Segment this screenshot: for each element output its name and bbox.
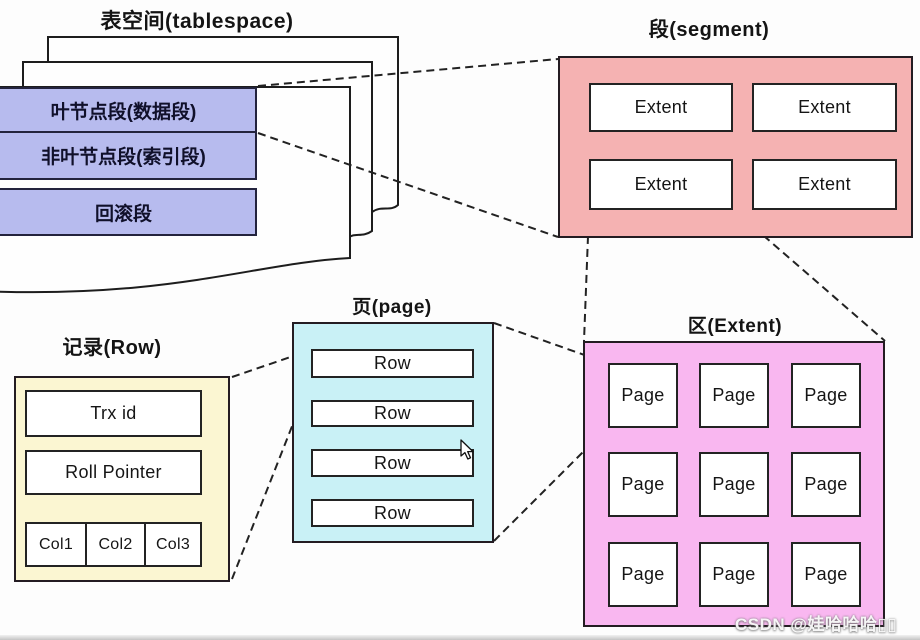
connector-bar-to-segment-bottom [257,132,559,238]
page-title: 页(page) [352,297,432,318]
page-cell: Page [699,452,769,517]
extent-cell: Extent [752,159,897,210]
record-title: 记录(Row) [62,337,162,359]
column-cell: Col2 [85,522,146,567]
extent-cell: Extent [589,159,733,210]
row-cell: Row [311,400,474,427]
roll-pointer-field: Roll Pointer [25,450,202,495]
page-cell: Page [608,452,678,517]
bottom-edge-strip [0,635,920,640]
row-cell: Row [311,449,474,477]
page-box: Row Row Row Row [292,322,494,543]
page-cell: Page [608,542,678,607]
csdn-watermark: CSDN @娃哈哈哈▯▯ [735,615,898,634]
extent-title: 区(Extent) [687,316,783,337]
column-cell: Col3 [144,522,202,567]
extent-cell: Extent [589,83,733,132]
tablespace-bar-rollback-segment: 回滚段 [0,188,257,236]
page-cell: Page [791,363,861,428]
extent-box: Page Page Page Page Page Page Page Page … [583,341,885,627]
column-cell: Col1 [25,522,87,567]
record-box: Trx id Roll Pointer Col1 Col2 Col3 [14,376,230,582]
extent-cell: Extent [752,83,897,132]
page-cell: Page [791,542,861,607]
tablespace-bar-nonleaf-segment: 非叶节点段(索引段) [0,131,257,180]
page-cell: Page [791,452,861,517]
tablespace-bar-leaf-segment: 叶节点段(数据段) [0,87,257,133]
segment-box: Extent Extent Extent Extent [558,56,913,238]
row-cell: Row [311,349,474,378]
page-cell: Page [699,363,769,428]
page-cell: Page [608,363,678,428]
row-cell: Row [311,499,474,527]
page-cell: Page [699,542,769,607]
trx-id-field: Trx id [25,390,202,437]
segment-title: 段(segment) [648,19,770,41]
connector-bar-to-segment-top [257,58,559,87]
tablespace-title: 表空间(tablespace) [100,10,294,33]
